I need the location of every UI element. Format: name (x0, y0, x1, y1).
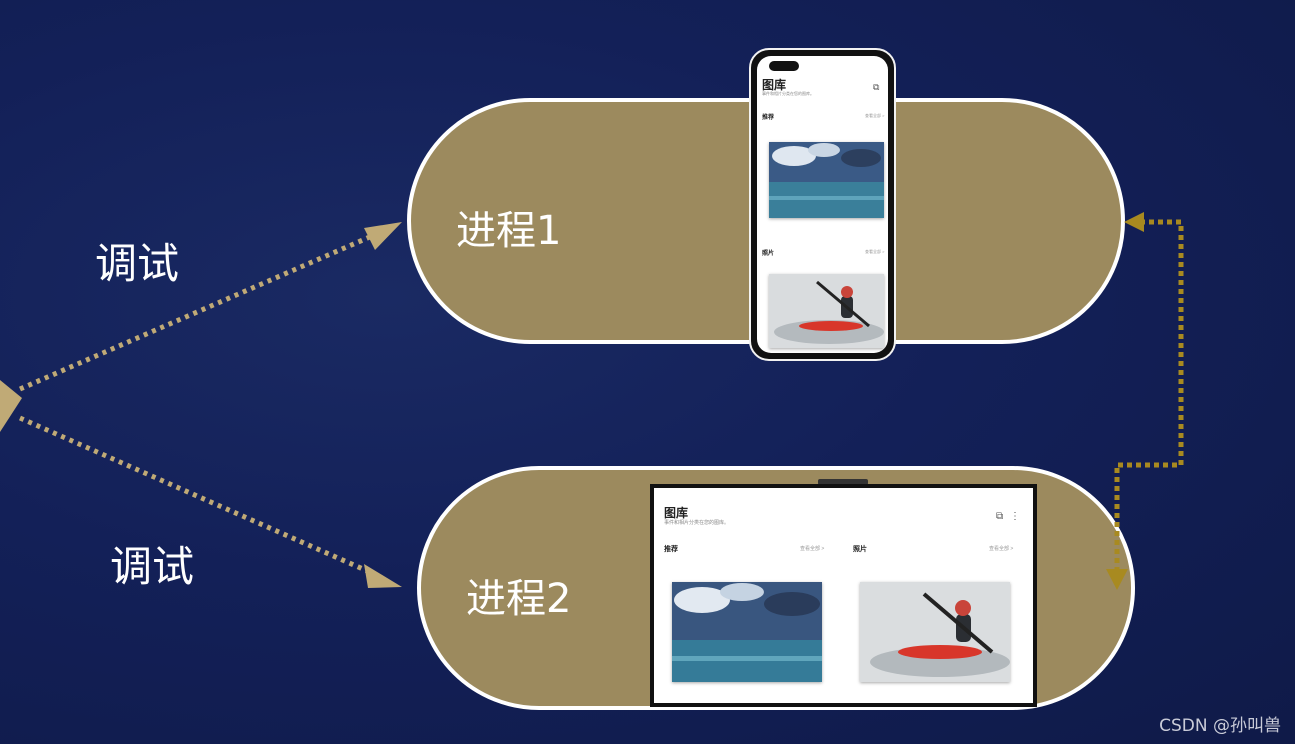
tablet-cast-icon[interactable]: ⧉ (996, 511, 1004, 522)
seascape-image (769, 142, 884, 218)
tablet-section-recommend: 推荐 (664, 546, 678, 553)
left-debug-arrows (0, 222, 402, 588)
phone-photo-kayak[interactable] (769, 274, 884, 348)
phone-photo-seascape[interactable] (769, 142, 884, 218)
ipc-arrow-line (1114, 219, 1184, 580)
process1-label: 进程1 (456, 208, 562, 254)
phone-app-subtitle: 事件和相片分类在您的图库。 (762, 91, 814, 96)
ipc-arrowhead-top (1124, 212, 1144, 232)
ipc-arrow (1106, 212, 1184, 590)
tablet-photo-seascape[interactable] (672, 582, 822, 682)
tablet-section-photos: 照片 (853, 546, 867, 553)
arrowhead-left (0, 380, 22, 432)
ipc-arrowhead-bottom (1106, 569, 1128, 590)
kayak-image (769, 274, 884, 348)
tablet-photos-more[interactable]: 查看全部 > (989, 546, 1014, 552)
arrowhead-process2 (364, 564, 402, 588)
arrow-line-to-process2 (18, 415, 374, 576)
phone-screen: 图库 事件和相片分类在您的图库。 ⧉ ⋮ 推荐 查看全部 > 照片 查看全部 > (757, 56, 888, 353)
arrow-line-to-process1 (19, 233, 373, 392)
tablet-app-title: 图库 (664, 506, 689, 520)
phone-device: 图库 事件和相片分类在您的图库。 ⧉ ⋮ 推荐 查看全部 > 照片 查看全部 > (749, 48, 896, 361)
phone-section-recommend: 推荐 (762, 115, 775, 121)
tablet-screen: 图库 事件和相片分类在您的图库。 ⧉ ⋮ 推荐 查看全部 > 照片 查看全部 > (654, 488, 1033, 703)
phone-photos-more[interactable]: 查看全部 > (865, 249, 885, 254)
arrowhead-process1 (364, 222, 402, 250)
tablet-more-icon[interactable]: ⋮ (1010, 511, 1020, 522)
tablet-kayak-image (860, 582, 1010, 682)
tablet-app-subtitle: 事件和相片分类在您的图库。 (664, 520, 730, 526)
tablet-device: 图库 事件和相片分类在您的图库。 ⧉ ⋮ 推荐 查看全部 > 照片 查看全部 > (650, 484, 1037, 707)
debug-label-top: 调试 (95, 239, 180, 288)
phone-section-photos: 照片 (762, 251, 775, 257)
watermark: CSDN @孙叫兽 (1159, 716, 1281, 736)
debug-label-bottom: 调试 (110, 542, 195, 591)
tablet-seascape-image (672, 582, 822, 682)
phone-app-title: 图库 (762, 78, 787, 92)
phone-more-icon[interactable]: ⋮ (885, 82, 888, 93)
tablet-camera (818, 479, 868, 485)
phone-camera (769, 61, 799, 71)
tablet-photo-kayak[interactable] (860, 582, 1010, 682)
process2-label: 进程2 (466, 576, 572, 622)
tablet-recommend-more[interactable]: 查看全部 > (800, 546, 825, 552)
phone-recommend-more[interactable]: 查看全部 > (865, 113, 885, 118)
phone-cast-icon[interactable]: ⧉ (873, 82, 880, 92)
